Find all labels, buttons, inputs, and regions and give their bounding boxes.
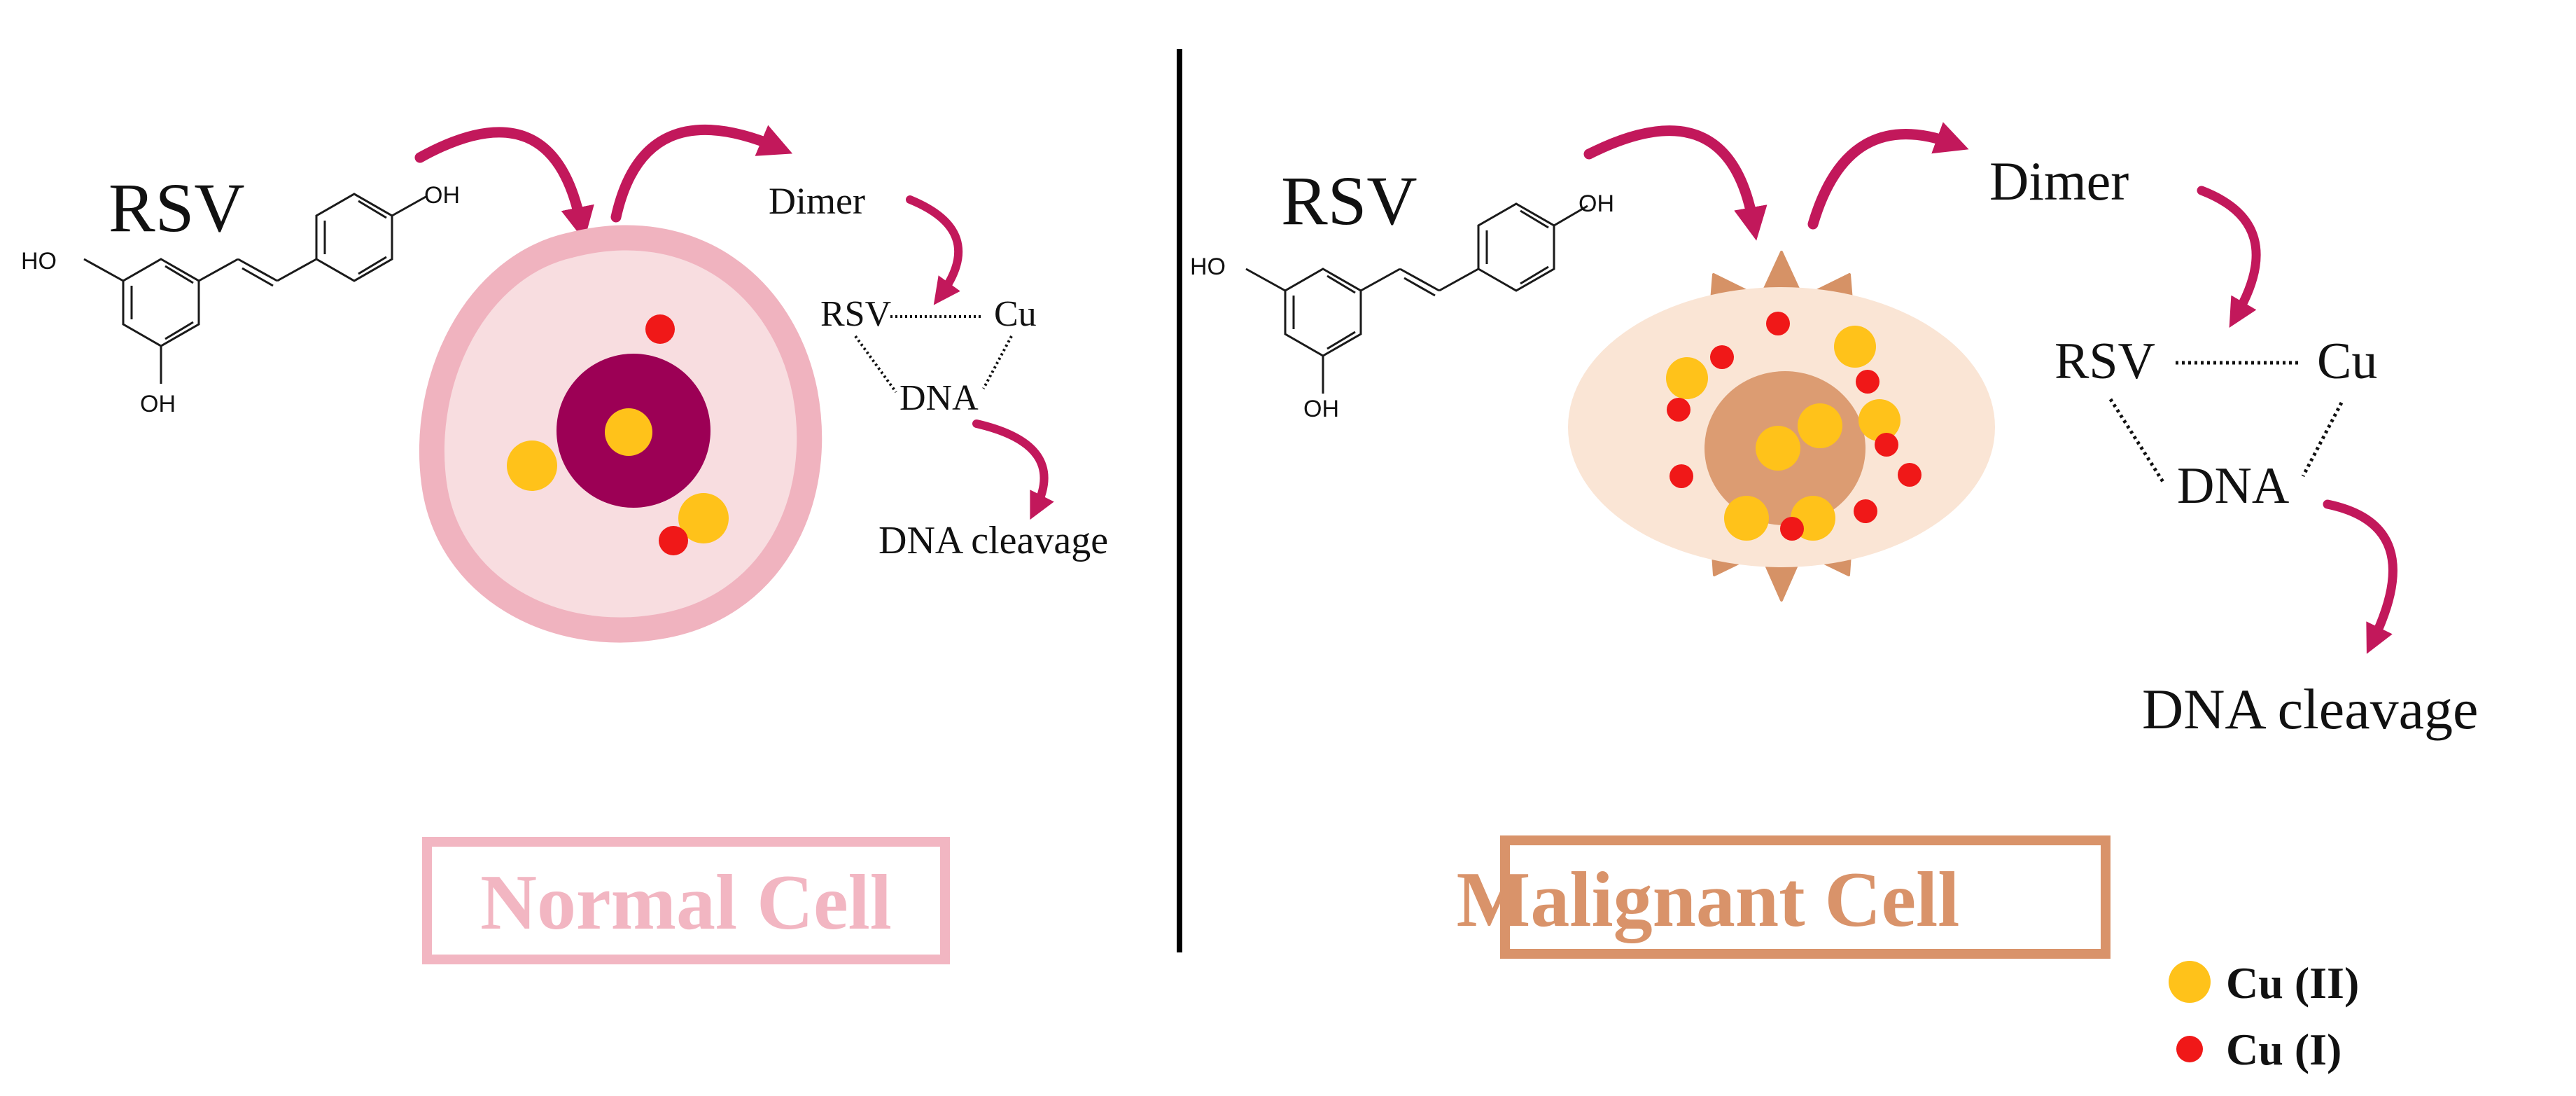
normal-cell-label: Normal Cell xyxy=(480,859,892,946)
cu-complex-label: Cu xyxy=(2317,333,2377,390)
legend: Cu (II) Cu (I) xyxy=(2169,958,2359,1074)
dna-cleavage-label: DNA cleavage xyxy=(878,519,1108,562)
cu-i-dot xyxy=(1875,433,1898,457)
cu-i-dot xyxy=(1766,312,1790,335)
malignant-cell-label-box xyxy=(1500,835,2110,959)
rsv-complex-label: RSV xyxy=(2054,333,2155,390)
legend-cu-ii-swatch xyxy=(2169,961,2211,1003)
cu-i-dot xyxy=(1780,517,1804,541)
cu-ii-dot xyxy=(1834,326,1876,368)
cu-i-dot xyxy=(1854,499,1877,523)
arrow-cell-to-dimer xyxy=(610,124,793,223)
oh-bottom-label: OH xyxy=(1303,396,1339,422)
complex-bond-lines xyxy=(2108,361,2344,483)
oh-top-label: OH xyxy=(424,182,460,209)
arrow-dimer-to-complex xyxy=(2197,186,2261,328)
malignant-cell-label: Malignant Cell xyxy=(1457,856,1960,943)
arrow-rsv-to-cell xyxy=(414,127,594,241)
normal-cell xyxy=(419,225,822,643)
cu-ii-dot xyxy=(1798,403,1842,448)
cu-i-dot xyxy=(1710,345,1734,369)
legend-cu-i-label: Cu (I) xyxy=(2226,1025,2342,1074)
cu-complex-label: Cu xyxy=(994,294,1037,334)
cu-i-dot xyxy=(1670,464,1693,488)
cu-i-dot xyxy=(659,526,688,555)
oh-top-label: OH xyxy=(1578,190,1614,217)
cu-ii-dot xyxy=(1724,496,1769,541)
arrow-dna-to-cleavage xyxy=(972,419,1054,520)
rsv-molecule-structure xyxy=(1245,202,1588,394)
cu-ii-dot xyxy=(678,493,729,543)
cu-ii-dot xyxy=(1666,357,1708,399)
cu-ii-dot xyxy=(1858,399,1900,441)
ho-left-label: HO xyxy=(1190,254,1226,280)
dimer-label: Dimer xyxy=(769,180,865,222)
ho-left-label: HO xyxy=(21,248,57,275)
oh-bottom-label: OH xyxy=(140,391,176,417)
malignant-cell xyxy=(1568,251,1995,602)
dna-complex-label: DNA xyxy=(899,378,979,418)
dna-cleavage-label: DNA cleavage xyxy=(2142,677,2478,741)
arrow-dna-to-cleavage xyxy=(2323,499,2398,654)
dimer-label: Dimer xyxy=(1989,151,2129,211)
legend-cu-i-swatch xyxy=(2176,1036,2203,1062)
cu-ii-dot xyxy=(1756,426,1800,471)
rsv-molecule-structure xyxy=(83,193,428,384)
arrow-rsv-to-cell xyxy=(1583,125,1768,241)
cu-i-dot xyxy=(1856,370,1879,394)
dna-complex-label: DNA xyxy=(2177,457,2289,515)
complex-bond-lines xyxy=(854,315,1013,394)
legend-cu-ii-label: Cu (II) xyxy=(2226,958,2359,1008)
rsv-molecule-label: RSV xyxy=(108,169,245,247)
arrow-cell-to-dimer xyxy=(1807,122,1969,230)
rsv-molecule-label: RSV xyxy=(1281,162,1418,240)
cu-ii-dot xyxy=(507,441,557,491)
right-panel: RSV OH HO OH xyxy=(1190,122,2478,959)
left-panel: RSV OH HO OH Dimer RSV Cu DNA DNA cleava xyxy=(21,124,1108,964)
arrow-dimer-to-complex xyxy=(906,195,962,305)
cu-i-dot xyxy=(1898,463,1921,487)
cu-i-dot xyxy=(645,314,675,344)
cu-i-dot xyxy=(1667,398,1690,422)
normal-cell-label-box xyxy=(422,837,950,964)
cu-ii-dot xyxy=(605,408,652,456)
rsv-complex-label: RSV xyxy=(820,294,891,334)
